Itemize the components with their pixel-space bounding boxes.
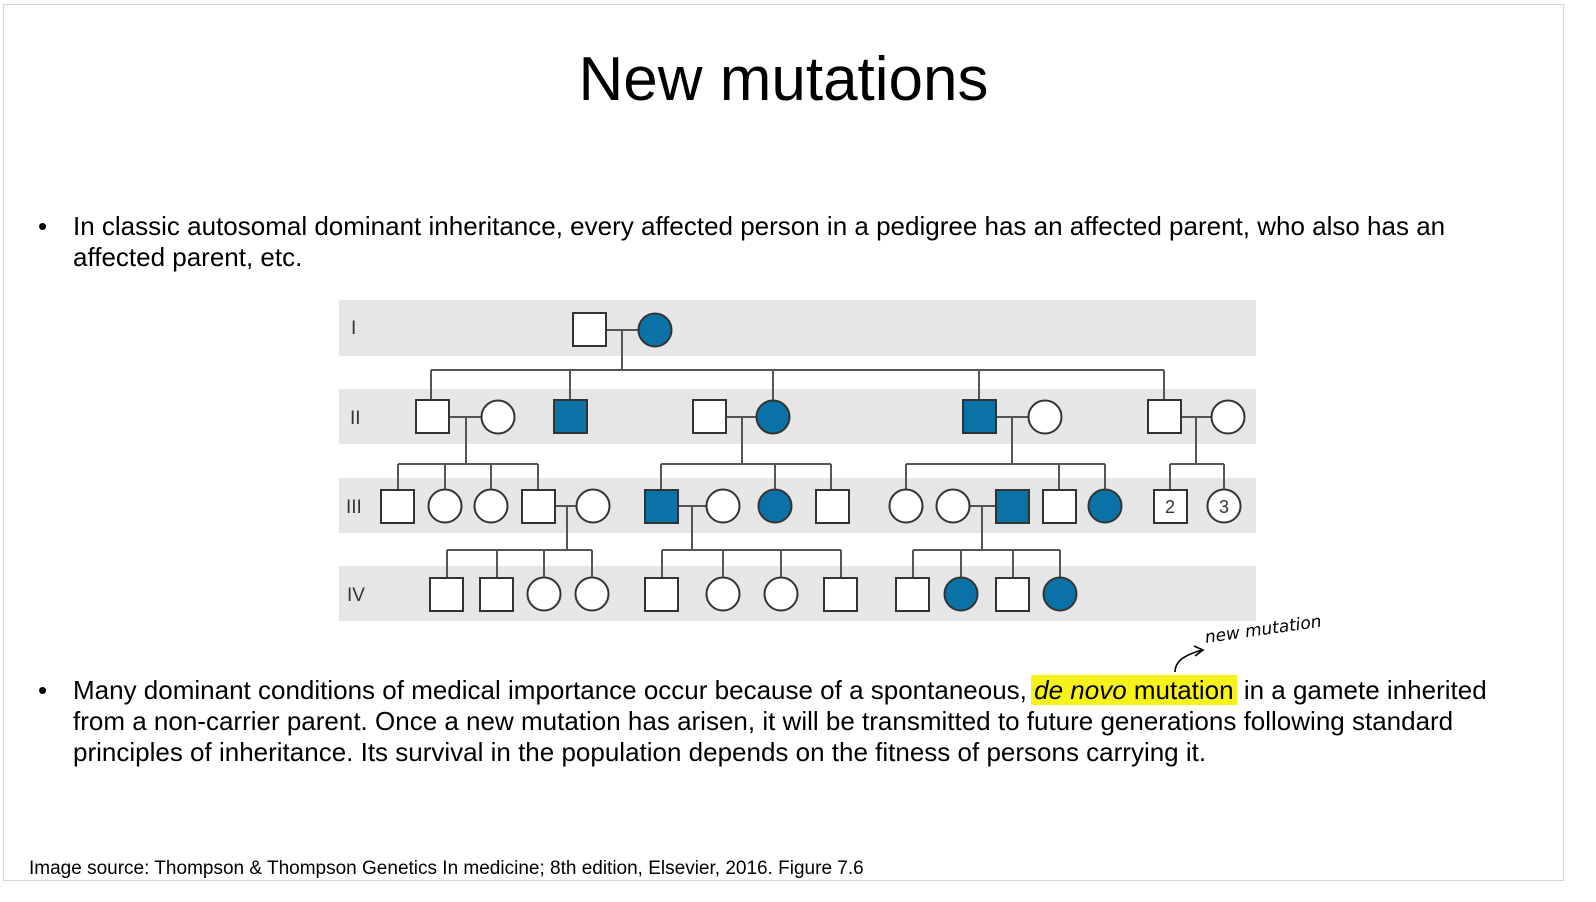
bullet-2-text-end: in a gamete inherited from a non-carrier… xyxy=(73,675,1487,767)
female-unaffected xyxy=(473,488,509,524)
male-unaffected xyxy=(1147,399,1182,434)
male-unaffected xyxy=(380,489,415,524)
female-unaffected xyxy=(763,576,799,612)
female-unaffected xyxy=(705,488,741,524)
male-affected xyxy=(553,399,588,434)
pedigree-lines xyxy=(397,329,1225,578)
male-unaffected xyxy=(895,577,930,612)
sibship-count-female: 3 xyxy=(1219,497,1229,517)
generation-label-4: IV xyxy=(347,585,365,606)
male-unaffected xyxy=(823,577,858,612)
male-unaffected xyxy=(1042,489,1077,524)
female-unaffected xyxy=(935,488,971,524)
bullet-dot: • xyxy=(38,675,48,705)
female-sibship-count xyxy=(1206,488,1242,524)
highlighted-term-italic: de novo xyxy=(1034,675,1127,705)
male-unaffected xyxy=(572,312,607,347)
female-affected xyxy=(755,399,791,435)
female-unaffected xyxy=(705,576,741,612)
arrow-icon xyxy=(1174,645,1205,673)
female-affected xyxy=(943,576,979,612)
male-unaffected xyxy=(995,577,1030,612)
male-sibship-count xyxy=(1153,489,1188,524)
male-affected xyxy=(962,399,997,434)
bullet-1-text: In classic autosomal dominant inheritanc… xyxy=(73,211,1446,272)
female-affected xyxy=(1042,576,1078,612)
male-unaffected xyxy=(521,489,556,524)
band-gen-1 xyxy=(339,300,1256,356)
generation-bands xyxy=(339,300,1256,621)
generation-label-3: III xyxy=(346,497,362,518)
generation-label-1: I xyxy=(351,318,356,339)
sibship-count-male: 2 xyxy=(1165,497,1175,517)
female-unaffected xyxy=(427,488,463,524)
female-unaffected xyxy=(1027,399,1063,435)
female-unaffected xyxy=(480,399,516,435)
male-affected xyxy=(644,489,679,524)
bullet-2-text: Many dominant conditions of medical impo… xyxy=(73,675,1543,768)
female-unaffected xyxy=(574,576,610,612)
generation-label-2: II xyxy=(350,408,361,429)
image-source-caption: Image source: Thompson & Thompson Geneti… xyxy=(29,858,864,879)
female-unaffected xyxy=(888,488,924,524)
male-unaffected xyxy=(815,489,850,524)
female-unaffected xyxy=(1210,399,1246,435)
slide-title: New mutations xyxy=(578,45,989,114)
pedigree-chart: I II III IV xyxy=(339,300,1256,621)
slide-frame xyxy=(3,4,1564,881)
bullet-2-text-start: Many dominant conditions of medical impo… xyxy=(73,675,1035,705)
highlighted-term-rest: mutation xyxy=(1126,675,1234,705)
female-unaffected xyxy=(526,576,562,612)
female-affected xyxy=(757,488,793,524)
male-affected xyxy=(995,489,1030,524)
highlighted-term: de novo mutation xyxy=(1031,675,1237,705)
bullet-dot: • xyxy=(38,211,48,241)
female-unaffected xyxy=(575,488,611,524)
male-unaffected xyxy=(479,577,514,612)
female-affected xyxy=(1087,488,1123,524)
male-unaffected xyxy=(692,399,727,434)
male-unaffected xyxy=(644,577,679,612)
male-unaffected xyxy=(429,577,464,612)
male-unaffected xyxy=(415,399,450,434)
female-affected xyxy=(637,312,673,348)
